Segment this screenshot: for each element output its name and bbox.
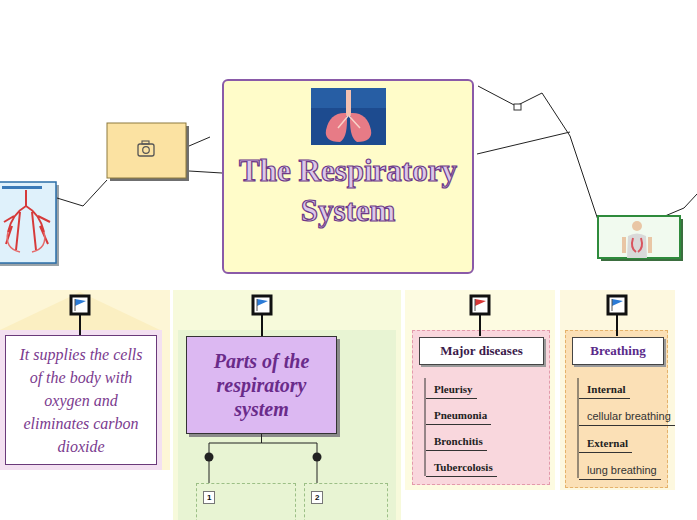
camera-note bbox=[107, 123, 189, 181]
list-item: cellular breathing bbox=[579, 409, 675, 426]
column-panel-top bbox=[0, 292, 160, 330]
flag-marker bbox=[471, 296, 489, 336]
list-item: Pneumonia bbox=[426, 408, 491, 425]
topic-box: Major diseases bbox=[419, 337, 544, 365]
topic-text: It supplies the cells of the body with o… bbox=[14, 343, 148, 458]
lungs-thumbnail bbox=[0, 182, 59, 266]
callout-number: 1 bbox=[203, 491, 215, 504]
callout-number: 2 bbox=[311, 491, 323, 504]
topic-box: Parts of the respiratory system bbox=[186, 336, 337, 434]
column-panel bbox=[405, 290, 555, 490]
column-panel bbox=[173, 290, 401, 520]
connector-group bbox=[205, 434, 262, 483]
topic-text: Major diseases bbox=[420, 343, 543, 359]
list-item: Tubercolosis bbox=[426, 460, 497, 477]
column-panel bbox=[0, 330, 162, 470]
topic-text: Parts of the respiratory system bbox=[193, 349, 330, 421]
column-panel bbox=[560, 290, 675, 490]
column-panel bbox=[0, 290, 170, 470]
branch-lines bbox=[57, 86, 697, 220]
topic-text: Breathing bbox=[573, 343, 663, 359]
flag-marker bbox=[71, 296, 89, 335]
lungs-illustration bbox=[311, 88, 386, 145]
list-bracket bbox=[425, 378, 426, 476]
connector bbox=[262, 434, 318, 483]
list-bracket bbox=[578, 378, 579, 478]
list-item: External bbox=[579, 436, 632, 453]
topic-box: BreathingInternalcellular breathingExter… bbox=[565, 330, 668, 488]
central-topic: The Respiratory System bbox=[222, 79, 474, 274]
list-item: Pleurisy bbox=[426, 382, 477, 399]
connector-dot bbox=[205, 453, 214, 462]
topic-box: 2 bbox=[304, 483, 388, 520]
attachment-icon bbox=[514, 104, 521, 110]
connector bbox=[209, 434, 262, 483]
flag-marker bbox=[253, 296, 271, 336]
topic-box: 1 bbox=[196, 483, 296, 520]
list-item: lung breathing bbox=[579, 463, 661, 480]
connector-group bbox=[262, 434, 322, 483]
topic-box: It supplies the cells of the body with o… bbox=[5, 335, 157, 465]
connector-dot bbox=[313, 453, 322, 462]
topic-text: The Respiratory System bbox=[230, 151, 466, 231]
list-item: Internal bbox=[579, 382, 630, 399]
body-thumbnail bbox=[598, 216, 683, 261]
topic-box: Breathing bbox=[572, 337, 664, 365]
topic-box: Major diseasesPleurisyPneumoniaBronchiti… bbox=[412, 330, 550, 485]
list-item: Bronchitis bbox=[426, 434, 487, 451]
flag-marker bbox=[608, 296, 626, 336]
column-panel bbox=[178, 330, 396, 520]
